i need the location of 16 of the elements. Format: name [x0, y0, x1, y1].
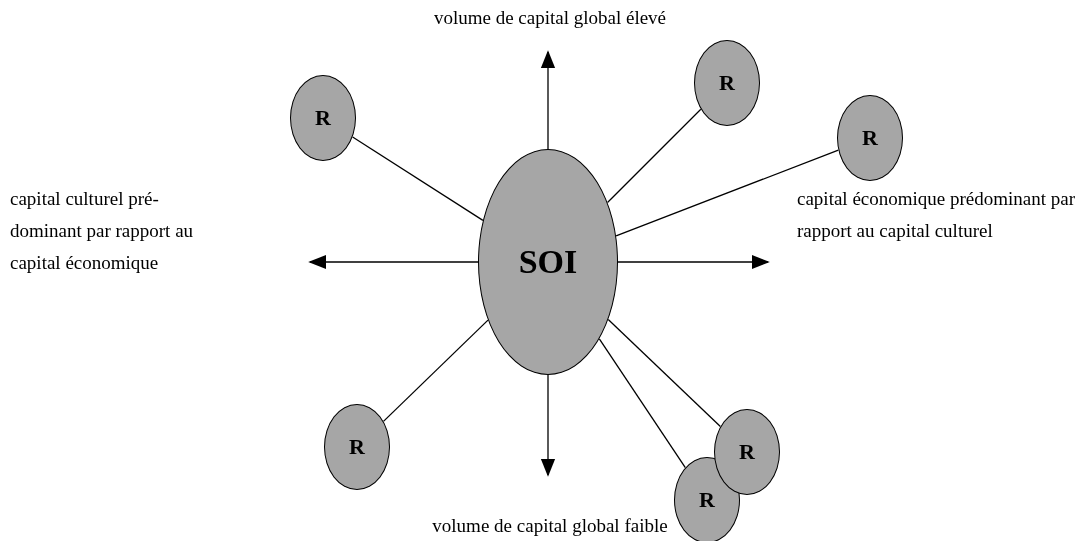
node-label: R [719, 70, 735, 96]
axis-label: volume de capital global faible [431, 514, 669, 538]
axis-label: capital culturel pré- dominant par rapport au capital économique [10, 187, 195, 275]
connector-line [606, 108, 702, 204]
connector-line [351, 136, 484, 221]
node-label: R [315, 105, 331, 131]
node-label: R [862, 125, 878, 151]
axis-label: capital économique prédominant par rapport au capital culturel [797, 187, 1077, 243]
connector-line [607, 318, 722, 428]
connector-line [382, 319, 489, 422]
node-label: R [699, 487, 715, 513]
node-label: R [349, 434, 365, 460]
axis-label: volume de capital global élevé [432, 6, 668, 30]
node-label: SOI [518, 243, 578, 281]
connector-line [598, 338, 686, 469]
node-label: R [739, 439, 755, 465]
